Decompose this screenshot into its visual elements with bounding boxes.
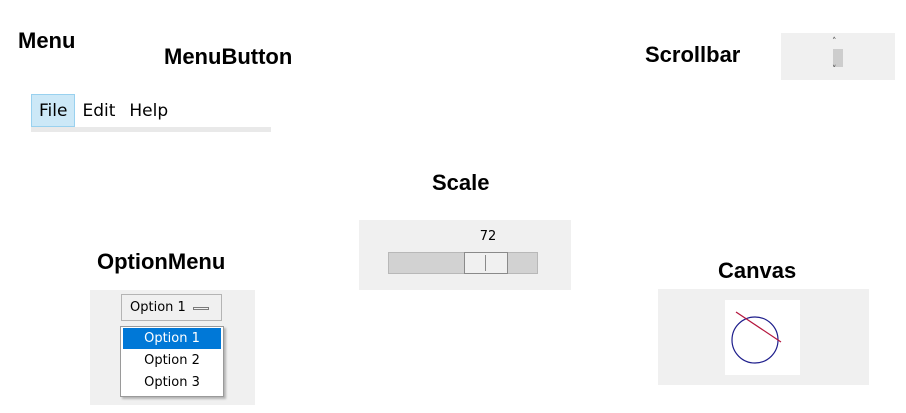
menu-bar: File Edit Help [31, 94, 271, 132]
chevron-up-icon[interactable]: ˄ [832, 37, 837, 47]
scale-slider-handle[interactable] [464, 252, 508, 274]
optionmenu-widget: Option 1 Option 1 Option 2 Option 3 [90, 290, 255, 405]
canvas-circle [731, 316, 779, 364]
menubutton-heading: MenuButton [164, 44, 293, 69]
option-item-1[interactable]: Option 1 [123, 328, 221, 349]
canvas-heading: Canvas [718, 258, 797, 283]
canvas-area[interactable] [725, 300, 800, 375]
scale-trough[interactable] [388, 252, 538, 274]
chevron-down-icon[interactable]: ˅ [832, 65, 837, 75]
canvas-frame [658, 289, 869, 385]
scale-heading: Scale [432, 170, 490, 195]
dropdown-indicator-icon [193, 307, 209, 310]
optionmenu-dropdown: Option 1 Option 2 Option 3 [120, 326, 224, 397]
menu-item-file[interactable]: File [31, 94, 76, 127]
canvas-line [735, 311, 782, 343]
optionmenu-selected-value: Option 1 [130, 300, 186, 315]
scrollbar-thumb[interactable] [833, 49, 843, 67]
menu-heading: Menu [18, 28, 76, 53]
option-item-3[interactable]: Option 3 [144, 375, 200, 390]
scrollbar-heading: Scrollbar [645, 42, 741, 67]
canvas-drawing [731, 311, 782, 364]
menu-item-help[interactable]: Help [129, 100, 169, 121]
optionmenu-button[interactable]: Option 1 [121, 294, 222, 321]
optionmenu-heading: OptionMenu [97, 249, 226, 274]
scale-value: 72 [479, 229, 497, 244]
scrollbar[interactable]: ˄ ˅ [781, 33, 895, 80]
scale-widget: 72 [359, 220, 571, 290]
slider-grip [485, 255, 486, 271]
option-item-2[interactable]: Option 2 [144, 353, 200, 368]
menu-item-edit[interactable]: Edit [82, 100, 116, 121]
